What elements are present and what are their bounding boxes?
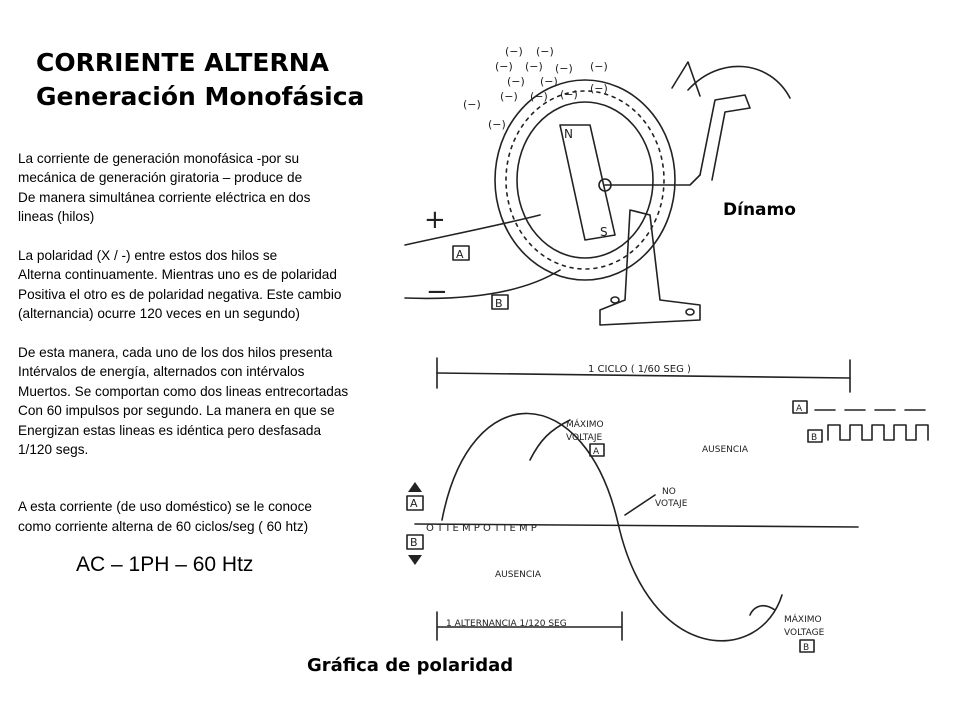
paragraph-4: A esta corriente (de uso doméstico) se l… bbox=[18, 499, 312, 534]
plus-sign: + bbox=[424, 205, 446, 235]
time-axis-label: O T I E M P O T I E M P bbox=[426, 523, 537, 534]
no-voltage-pointer bbox=[624, 494, 656, 516]
wire-a-box bbox=[452, 245, 470, 261]
pole-n-label: N bbox=[564, 127, 573, 141]
dynamo-sketch bbox=[404, 61, 791, 326]
dynamo-bolt bbox=[610, 296, 620, 304]
electron-label: (−) bbox=[560, 88, 578, 101]
title-line-1: CORRIENTE ALTERNA bbox=[36, 48, 330, 77]
electron-label: (−) bbox=[525, 60, 543, 73]
polarity-graph-label: Gráfica de polaridad bbox=[307, 655, 514, 676]
electron-label: (−) bbox=[507, 75, 525, 88]
polarity-down-arrow-icon bbox=[408, 555, 422, 565]
electron-label: (−) bbox=[590, 60, 608, 73]
description-text: La corriente de generación monofásica -p… bbox=[18, 149, 418, 556]
paragraph-2: La polaridad (X / -) entre estos dos hil… bbox=[18, 248, 342, 322]
max-voltage-label: MÁXIMO bbox=[566, 418, 604, 430]
cycle-dimension-line bbox=[436, 372, 851, 379]
wire-b bbox=[404, 269, 561, 300]
electron-label: (−) bbox=[495, 60, 513, 73]
wire-b-box bbox=[491, 294, 509, 310]
dynamo-bolt bbox=[685, 308, 695, 316]
paragraph-3: De esta manera, cada uno de los dos hilo… bbox=[18, 345, 349, 458]
alternancia-label: 1 ALTERNANCIA 1/120 SEG bbox=[446, 619, 567, 629]
train-b-box bbox=[807, 429, 823, 443]
dynamo-coil-windings bbox=[505, 90, 665, 270]
dynamo-label: Dínamo bbox=[723, 200, 796, 220]
rotation-arrow-head bbox=[671, 61, 701, 97]
max-b-box bbox=[799, 639, 815, 653]
electron-label: (−) bbox=[536, 45, 554, 58]
dynamo-crank bbox=[699, 94, 751, 181]
cycle-label: 1 CICLO ( 1/60 SEG ) bbox=[588, 364, 691, 375]
max-a-box bbox=[589, 443, 605, 457]
train-a-letter: A bbox=[796, 404, 803, 414]
absence-label-bottom: AUSENCIA bbox=[495, 570, 542, 580]
title-line-2: Generación Monofásica bbox=[36, 82, 365, 111]
electron-label: (−) bbox=[463, 98, 481, 111]
dynamo-coil-outer bbox=[494, 79, 676, 281]
polarity-sine-curve bbox=[441, 412, 783, 642]
electron-label: (−) bbox=[530, 90, 548, 103]
polarity-up-arrow-icon bbox=[408, 482, 422, 492]
polarity-a-box bbox=[406, 495, 424, 511]
polarity-a-letter: A bbox=[410, 497, 418, 510]
wire-a bbox=[404, 214, 541, 246]
electron-label: (−) bbox=[555, 62, 573, 75]
no-voltage-label: VOTAJE bbox=[655, 499, 688, 509]
polarity-b-box bbox=[406, 534, 424, 550]
absence-label-top: AUSENCIA bbox=[702, 445, 749, 455]
electron-label: (−) bbox=[500, 90, 518, 103]
dynamo-stand bbox=[599, 209, 701, 326]
electron-label: (−) bbox=[488, 118, 506, 131]
train-b-letter: B bbox=[811, 433, 817, 443]
max-voltage-b-label: MÁXIMO bbox=[784, 613, 822, 625]
electron-label: (−) bbox=[590, 82, 608, 95]
voltage-b-label: VOLTAGE bbox=[784, 628, 825, 638]
polarity-b-letter: B bbox=[410, 536, 418, 549]
pulse-train-b bbox=[827, 424, 929, 441]
electron-label: (−) bbox=[505, 45, 523, 58]
train-a-box bbox=[792, 400, 808, 414]
pole-s-label: S bbox=[600, 225, 608, 239]
page-title: CORRIENTE ALTERNA Generación Monofásica bbox=[36, 46, 364, 114]
max-b-letter: B bbox=[803, 643, 809, 653]
ac-spec-label: AC – 1PH – 60 Htz bbox=[76, 553, 254, 576]
no-label: NO bbox=[662, 487, 676, 497]
paragraph-1: La corriente de generación monofásica -p… bbox=[18, 151, 311, 225]
electron-label: (−) bbox=[540, 75, 558, 88]
minus-sign: − bbox=[426, 277, 448, 307]
time-axis bbox=[414, 523, 859, 528]
max-a-letter: A bbox=[593, 447, 600, 457]
alternancia-dimension-line bbox=[436, 611, 623, 641]
dynamo-coil-inner bbox=[516, 101, 654, 259]
cycle-dimension-ends bbox=[436, 357, 851, 393]
wire-b-letter: B bbox=[495, 297, 503, 310]
dynamo-magnet bbox=[559, 124, 616, 241]
dynamo-shaft bbox=[604, 174, 701, 186]
voltage-label: VOLTAJE bbox=[566, 433, 602, 443]
wire-a-letter: A bbox=[456, 248, 464, 261]
rotation-arrow bbox=[687, 65, 791, 99]
max-voltage-pointer bbox=[529, 419, 571, 461]
max-voltage-b-pointer bbox=[749, 605, 776, 616]
